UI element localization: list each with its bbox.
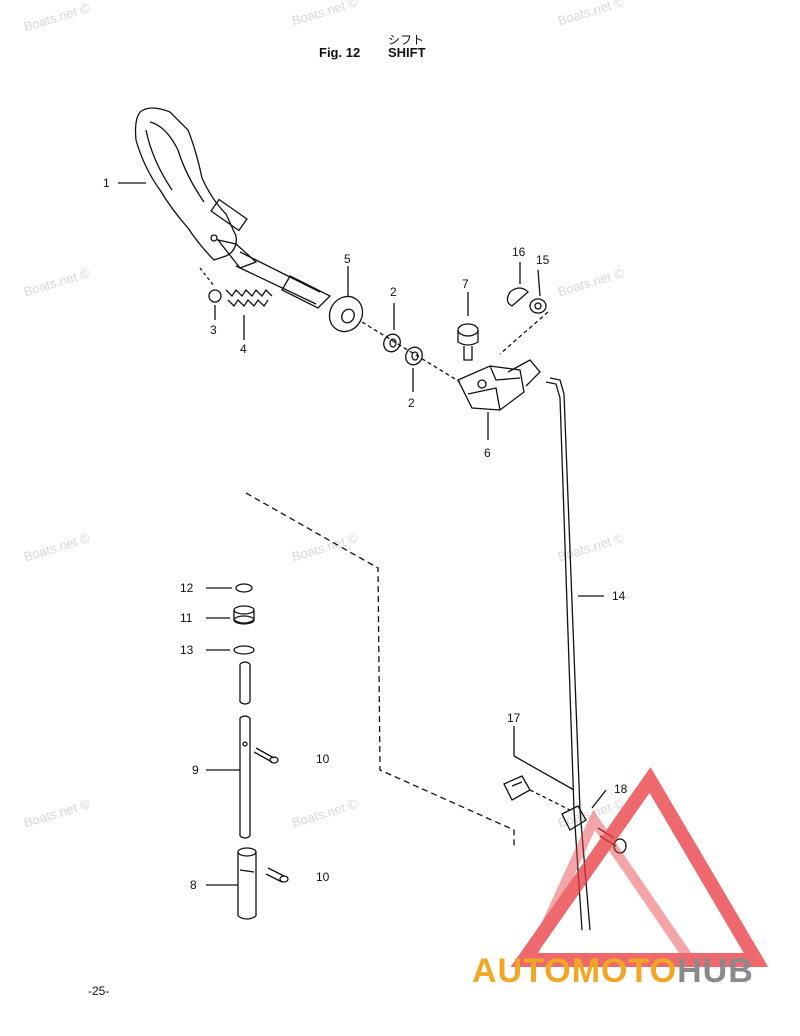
o-ring-part [233, 645, 255, 655]
shift-lever-handle-part [134, 107, 332, 309]
figure-title: SHIFT [388, 45, 426, 60]
callout-2: 2 [408, 396, 415, 410]
callout-10: 10 [316, 752, 330, 766]
pin-part [253, 747, 275, 763]
rod-clamp-part [561, 805, 587, 831]
grommet-part [233, 605, 255, 625]
automotohub-logo: AUTOMOTOHUB [472, 952, 754, 991]
grommet-small-part [529, 298, 547, 314]
callout-4: 4 [240, 342, 247, 356]
callout-13: 13 [180, 643, 194, 657]
o-ring-top-part [235, 583, 253, 593]
callout-3: 3 [210, 323, 217, 337]
callout-5: 5 [344, 252, 351, 266]
callout-18: 18 [614, 782, 628, 796]
bolt-part [457, 323, 479, 361]
washer-small-part [405, 346, 423, 366]
callout-7: 7 [462, 277, 469, 291]
callout-9: 9 [192, 763, 199, 777]
callout-2: 2 [390, 285, 397, 299]
callout-14: 14 [612, 589, 626, 603]
callout-17: 17 [507, 711, 521, 725]
logo-text-auto: AUTO [472, 952, 572, 990]
ball-part [208, 289, 222, 303]
automotohub-logo-mark [510, 767, 769, 967]
washer-large-part [328, 295, 364, 333]
callout-16: 16 [512, 245, 526, 259]
shift-bracket-part [457, 359, 541, 411]
logo-text-moto: MOTO [571, 952, 678, 990]
lower-shift-rod-part [239, 715, 251, 839]
washer-small-part [383, 333, 401, 353]
callout-10: 10 [316, 870, 330, 884]
callout-12: 12 [180, 581, 194, 595]
shift-rod-part [545, 377, 591, 931]
pin-part [265, 867, 285, 883]
logo-text-hub: HUB [677, 952, 754, 990]
callout-6: 6 [484, 446, 491, 460]
rod-connector-part [503, 775, 531, 801]
callout-15: 15 [536, 253, 550, 267]
spring-part [225, 288, 273, 308]
callout-1: 1 [103, 176, 110, 190]
callout-8: 8 [190, 878, 197, 892]
shift-cam-tube-part [237, 847, 257, 920]
figure-label: Fig. 12 [319, 45, 361, 60]
page-number: -25- [88, 984, 110, 998]
clip-part [506, 287, 529, 307]
callout-11: 11 [180, 611, 193, 625]
title-japanese: シフト [388, 33, 425, 47]
